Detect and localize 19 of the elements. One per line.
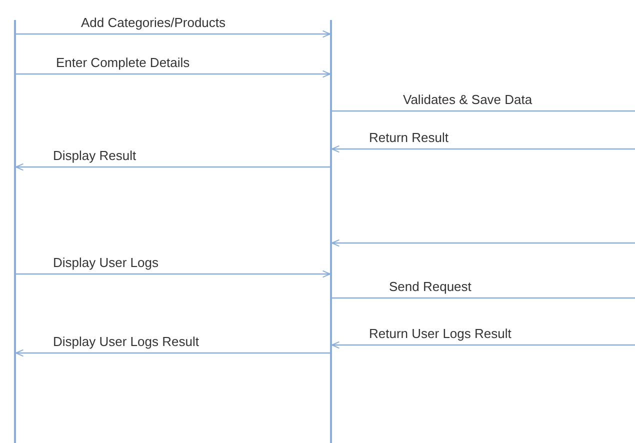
message-label: Add Categories/Products bbox=[80, 15, 227, 30]
message-arrow bbox=[16, 70, 331, 78]
message-arrow bbox=[15, 349, 330, 357]
message-arrow bbox=[331, 341, 635, 349]
message-label: Validates & Save Data bbox=[402, 92, 534, 107]
message-label: Display User Logs bbox=[52, 255, 160, 270]
lifeline bbox=[14, 20, 16, 443]
message-arrow bbox=[331, 239, 635, 247]
message-label: Enter Complete Details bbox=[55, 55, 191, 70]
message-arrow bbox=[16, 30, 331, 38]
message-label: Send Request bbox=[388, 279, 472, 294]
lifeline bbox=[330, 20, 332, 443]
message-arrow bbox=[16, 270, 331, 278]
message-label: Return User Logs Result bbox=[368, 326, 512, 341]
message-label: Display User Logs Result bbox=[52, 334, 200, 349]
message-arrow bbox=[15, 163, 330, 171]
message-label: Display Result bbox=[52, 148, 138, 163]
message-label: Return Result bbox=[368, 130, 450, 145]
message-arrow bbox=[331, 145, 635, 153]
